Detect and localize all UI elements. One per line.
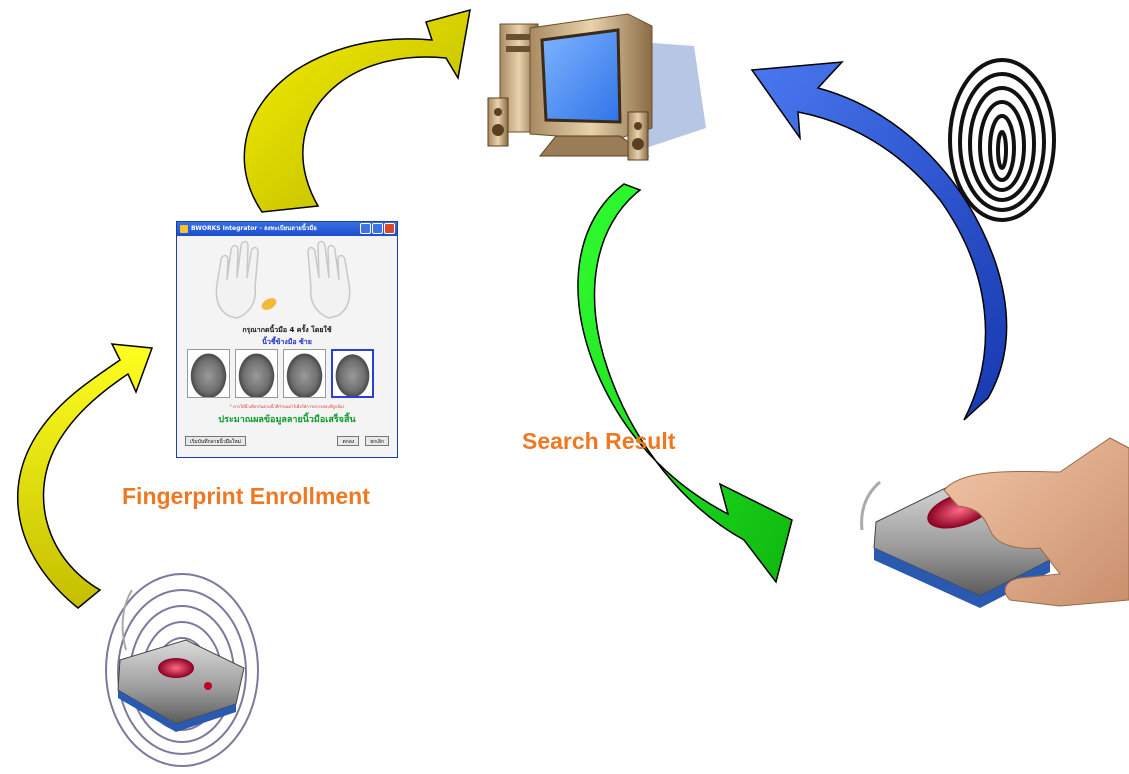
fingerprint-scanner-small-icon [117, 589, 245, 732]
fingerprint-sample [235, 349, 278, 398]
hand-icon [943, 437, 1129, 607]
instruction-text: กรุณากดนิ้วมือ 4 ครั้ง โดยใช้ [242, 326, 332, 334]
maximize-icon[interactable] [372, 223, 383, 234]
fingerprint-sample-selected [331, 349, 374, 398]
enroll-arrow-lower [17, 343, 154, 609]
window-title: BWORKS Integrator - ลงทะเบียนลายนิ้วมือ [191, 225, 317, 232]
app-icon [180, 225, 188, 233]
finger-label: นิ้วชี้ข้างมือ ซ้าย [262, 338, 312, 346]
ok-button[interactable]: ตกลง [337, 436, 360, 446]
fingerprint-icon [948, 58, 1056, 222]
success-text: ประมาณผลข้อมูลลายนิ้วมือเสร็จสิ้น [218, 415, 356, 425]
fingerprint-sample [283, 349, 326, 398]
fingerprint-samples [187, 349, 374, 398]
search-arrow-green [577, 183, 793, 584]
search-result-label: Search Result [522, 428, 676, 454]
warning-text: * ควรให้นิ้วเดียวกันตามนิ้วที่กำหนดไว้เพ… [229, 404, 345, 409]
hands-icon [215, 240, 351, 319]
fingerprint-sample [187, 349, 230, 398]
window-titlebar: BWORKS Integrator - ลงทะเบียนลายนิ้วมือ [177, 222, 397, 236]
enrollment-window: BWORKS Integrator - ลงทะเบียนลายนิ้วมือ … [176, 221, 398, 458]
cancel-button[interactable]: ยกเลิก [365, 436, 389, 446]
reenroll-button[interactable]: เริ่มบันทึกลายนิ้วมือใหม่ [185, 436, 246, 446]
search-arrow-blue [750, 61, 1008, 421]
fingerprint-enrollment-label: Fingerprint Enrollment [122, 483, 370, 509]
computer-icon [487, 13, 706, 161]
enroll-arrow-upper [243, 8, 471, 213]
close-icon[interactable] [384, 223, 395, 234]
minimize-icon[interactable] [360, 223, 371, 234]
